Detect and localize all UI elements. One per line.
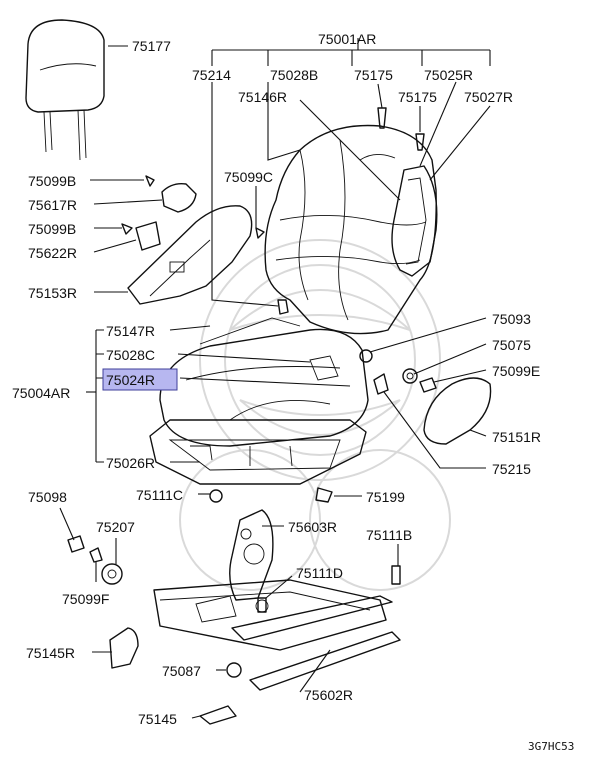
- nut-75087[interactable]: [226, 662, 242, 678]
- headrest[interactable]: [25, 19, 105, 161]
- label-75099F[interactable]: 75099F: [62, 591, 109, 607]
- label-75028B[interactable]: 75028B: [270, 67, 318, 83]
- label-75087[interactable]: 75087: [162, 663, 201, 679]
- highlight-75024R: [102, 368, 178, 391]
- label-75147R[interactable]: 75147R: [106, 323, 155, 339]
- label-75025R[interactable]: 75025R: [424, 67, 473, 83]
- cover-75145R[interactable]: [109, 627, 139, 669]
- fastener-set[interactable]: [121, 107, 437, 395]
- label-75026R[interactable]: 75026R: [106, 455, 155, 471]
- label-75027R[interactable]: 75027R: [464, 89, 513, 105]
- side-shield[interactable]: [127, 205, 253, 305]
- label-75175-a[interactable]: 75175: [354, 67, 393, 83]
- label-75153R[interactable]: 75153R: [28, 285, 77, 301]
- label-75603R[interactable]: 75603R: [288, 519, 337, 535]
- label-75199[interactable]: 75199: [366, 489, 405, 505]
- label-75099B-1[interactable]: 75099B: [28, 173, 76, 189]
- seat-back[interactable]: [264, 124, 437, 335]
- label-75151R[interactable]: 75151R: [492, 429, 541, 445]
- label-75177[interactable]: 75177: [132, 38, 171, 54]
- cushion-frame[interactable]: [149, 419, 367, 485]
- label-75093[interactable]: 75093: [492, 311, 531, 327]
- knob-75617R[interactable]: [161, 182, 197, 213]
- bolt-75099F[interactable]: [89, 547, 103, 563]
- cover-75145[interactable]: [199, 705, 237, 725]
- seat-back-frame[interactable]: [391, 165, 438, 277]
- label-75145R[interactable]: 75145R: [26, 645, 75, 661]
- part-labels: 75177 75001AR 75214 75028B 75175 75025R …: [12, 31, 574, 753]
- leader-lines: [59, 38, 491, 719]
- label-75098[interactable]: 75098: [28, 489, 67, 505]
- label-75175-b[interactable]: 75175: [398, 89, 437, 105]
- side-trim-75151R[interactable]: [423, 377, 492, 445]
- label-75099E[interactable]: 75099E: [492, 363, 540, 379]
- label-75024R[interactable]: 75024R: [106, 372, 155, 388]
- label-75146R[interactable]: 75146R: [238, 89, 287, 105]
- label-75617R[interactable]: 75617R: [28, 197, 77, 213]
- label-75001AR[interactable]: 75001AR: [318, 31, 376, 47]
- label-75111D[interactable]: 75111D: [296, 565, 343, 581]
- label-75004AR[interactable]: 75004AR: [12, 385, 70, 401]
- bolt-75111D[interactable]: [257, 597, 267, 613]
- clip-75199[interactable]: [315, 487, 333, 503]
- label-75215[interactable]: 75215: [492, 461, 531, 477]
- cap-75098[interactable]: [67, 535, 85, 553]
- seat-rails[interactable]: [153, 579, 401, 691]
- gear-75207[interactable]: [101, 563, 123, 585]
- bolt-75111C[interactable]: [209, 489, 223, 503]
- label-75111B[interactable]: 75111B: [366, 527, 412, 543]
- seat-cushion[interactable]: [159, 317, 369, 447]
- diagram-code: 3G7HC53: [528, 740, 574, 753]
- label-75111C[interactable]: 75111C: [136, 487, 183, 503]
- label-75099B-2[interactable]: 75099B: [28, 221, 76, 237]
- lever-75622R[interactable]: [135, 221, 161, 251]
- label-75207[interactable]: 75207: [96, 519, 135, 535]
- label-75145[interactable]: 75145: [138, 711, 177, 727]
- label-75028C[interactable]: 75028C: [106, 347, 155, 363]
- label-75602R[interactable]: 75602R: [304, 687, 353, 703]
- label-75075[interactable]: 75075: [492, 337, 531, 353]
- label-75214[interactable]: 75214: [192, 67, 231, 83]
- label-75099C[interactable]: 75099C: [224, 169, 273, 185]
- label-75622R[interactable]: 75622R: [28, 245, 77, 261]
- recliner-mechanism[interactable]: [229, 509, 274, 601]
- bolt-75111B[interactable]: [391, 565, 401, 585]
